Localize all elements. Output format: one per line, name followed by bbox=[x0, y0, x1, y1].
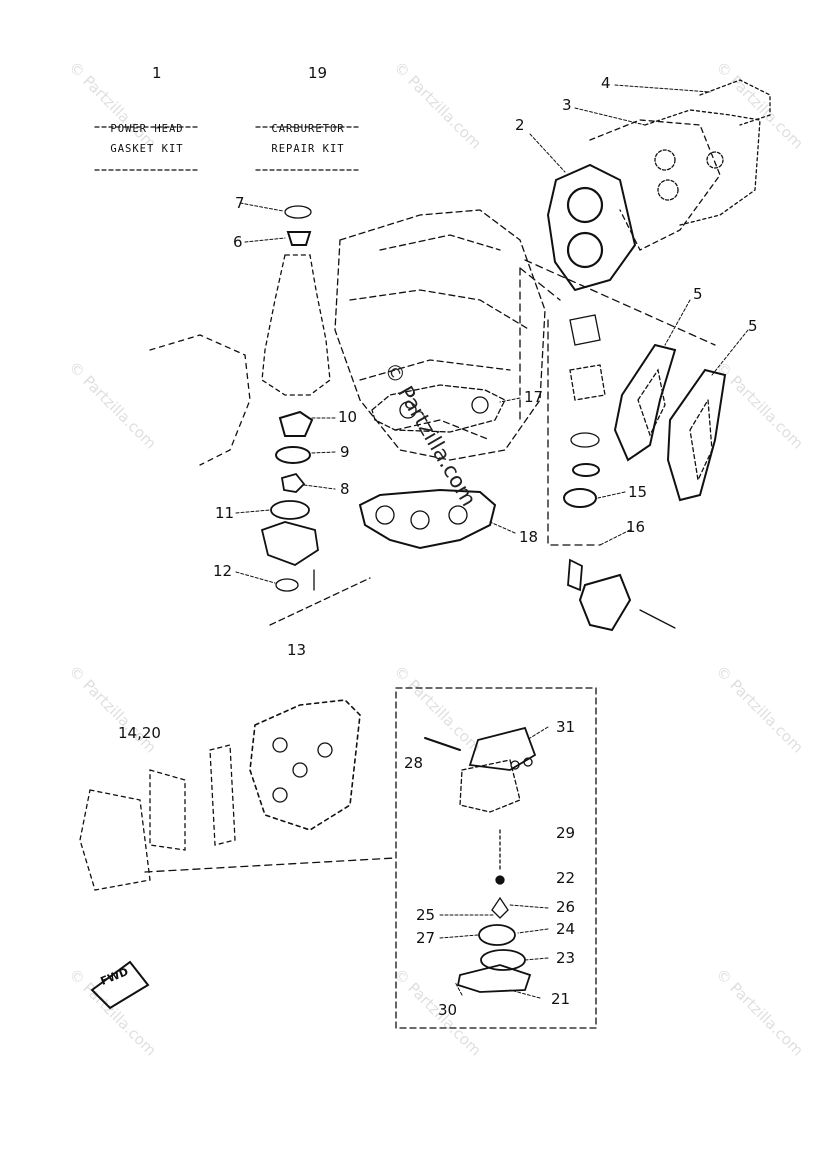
callout-13: 13 bbox=[287, 641, 307, 659]
callout-26: 26 bbox=[556, 898, 576, 916]
callout-25: 25 bbox=[416, 906, 436, 924]
callout-5a: 5 bbox=[693, 285, 703, 303]
carburetor-kit-line1: CARBURETOR bbox=[271, 123, 345, 135]
crankcase-block-part bbox=[334, 209, 546, 461]
kit-number-power-head: 1 bbox=[152, 64, 162, 82]
carburetor-assembly-part bbox=[79, 699, 361, 891]
callout-23: 23 bbox=[556, 949, 576, 967]
callout-10: 10 bbox=[338, 408, 358, 426]
exhaust-cover-part bbox=[613, 343, 727, 502]
gasket-17-part bbox=[371, 384, 506, 433]
callout-11: 11 bbox=[215, 504, 235, 522]
callout-3: 3 bbox=[562, 96, 572, 114]
callout-15: 15 bbox=[628, 483, 648, 501]
fuel-pump-part bbox=[567, 558, 676, 632]
callout-7: 7 bbox=[235, 194, 245, 212]
callout-2: 2 bbox=[515, 116, 525, 134]
callout-28: 28 bbox=[404, 754, 424, 772]
callout-22: 22 bbox=[556, 869, 576, 887]
valve-stack-part bbox=[563, 314, 606, 508]
carburetor-kit-line2: REPAIR KIT bbox=[271, 142, 345, 155]
carburetor-sub-assembly-part bbox=[424, 726, 537, 993]
callout-21: 21 bbox=[551, 990, 571, 1008]
callout-29: 29 bbox=[556, 824, 576, 842]
callout-17: 17 bbox=[524, 388, 544, 406]
callout-31: 31 bbox=[556, 718, 576, 736]
cylinder-head-part bbox=[546, 79, 771, 292]
gasket-18-part bbox=[358, 488, 497, 550]
callout-9: 9 bbox=[340, 443, 350, 461]
fwd-arrow-icon bbox=[90, 960, 150, 1010]
callout-8: 8 bbox=[340, 480, 350, 498]
leader-lines bbox=[235, 84, 749, 999]
callout-18: 18 bbox=[519, 528, 539, 546]
seal-bearing-stack-part bbox=[260, 205, 331, 592]
power-head-kit-line2: GASKET KIT bbox=[110, 142, 184, 155]
power-head-kit-line1: POWER HEAD bbox=[110, 123, 184, 135]
callout-4: 4 bbox=[601, 74, 611, 92]
callout-16: 16 bbox=[626, 518, 646, 536]
callout-30: 30 bbox=[438, 1001, 458, 1019]
callout-14-20: 14,20 bbox=[118, 724, 161, 742]
callout-27: 27 bbox=[416, 929, 436, 947]
carburetor-repair-kit-label: CARBURETOR REPAIR KIT bbox=[256, 120, 360, 160]
callout-6: 6 bbox=[233, 233, 243, 251]
callout-24: 24 bbox=[556, 920, 576, 938]
sub-assembly-frame bbox=[395, 687, 597, 1029]
callout-12: 12 bbox=[213, 562, 233, 580]
kit-number-carburetor: 19 bbox=[308, 64, 328, 82]
callout-5b: 5 bbox=[748, 317, 758, 335]
power-head-gasket-kit-label: POWER HEAD GASKET KIT bbox=[96, 120, 198, 160]
